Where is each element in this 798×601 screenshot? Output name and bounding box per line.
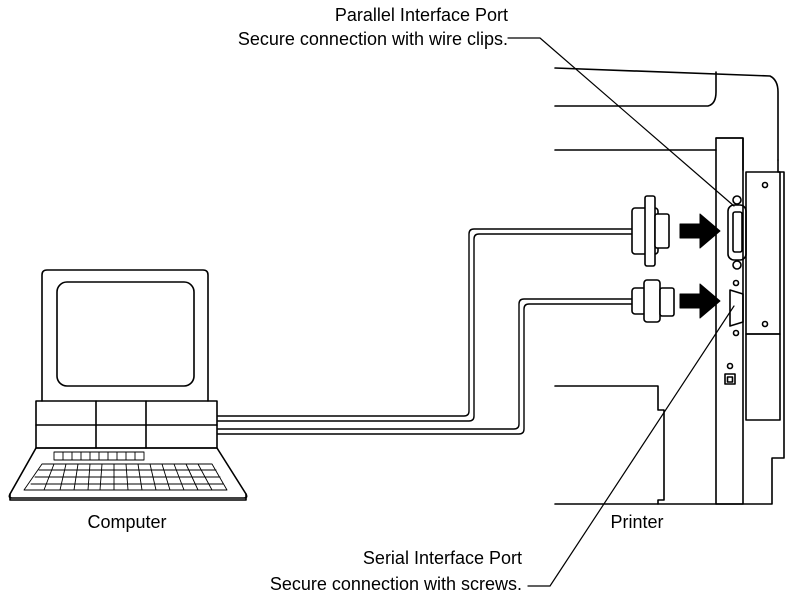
printer-screw-top [761, 181, 769, 189]
parallel-port-label: Parallel Interface Port [334, 5, 508, 25]
printer-cover-line [554, 71, 717, 107]
printer-side-plate [745, 171, 781, 335]
printer-body-outline [554, 159, 785, 505]
parallel-port-housing [727, 204, 747, 261]
parallel-connector-hood [644, 195, 656, 267]
keyboard-row-lines [30, 469, 224, 485]
serial-cable-inner [217, 303, 633, 435]
keyboard-function-dividers [62, 451, 136, 461]
parallel-port-socket [732, 211, 743, 253]
parallel-port-note: Secure connection with wire clips. [237, 29, 508, 49]
printer-top-cover [554, 67, 779, 161]
computer-keyboard [8, 447, 248, 499]
aux-port-inner [726, 376, 734, 383]
serial-connector-hood [643, 279, 661, 323]
parallel-connector [631, 195, 670, 267]
computer-keyboard-front [9, 493, 247, 501]
printer [554, 67, 785, 505]
serial-port-note: Secure connection with screws. [269, 574, 522, 594]
parallel-arrow [679, 213, 721, 249]
printer-panel-top [715, 137, 744, 171]
computer [8, 269, 248, 501]
cables [217, 228, 633, 435]
serial-leader-line [527, 305, 735, 587]
keyboard-column-lines [43, 463, 213, 491]
serial-screw-top [732, 279, 740, 287]
serial-port-socket [729, 289, 744, 327]
printer-label: Printer [610, 512, 664, 532]
serial-port-label: Serial Interface Port [362, 548, 522, 568]
computer-label: Computer [87, 512, 167, 532]
printer-tray [554, 385, 665, 505]
serial-cable-outer [217, 298, 633, 430]
parallel-clip-bottom [732, 260, 742, 270]
parallel-cable-inner [217, 233, 633, 422]
keyboard-keys [23, 451, 228, 491]
parallel-connector-pins [654, 213, 670, 249]
keyboard-key-grid [23, 463, 228, 491]
printer-lower-plate [745, 333, 781, 421]
parallel-clip-top [732, 195, 742, 205]
serial-connector [631, 279, 675, 323]
computer-screen [56, 281, 195, 387]
printer-screw-bottom [761, 320, 769, 328]
aux-port [724, 373, 736, 385]
aux-port-led [726, 362, 734, 370]
serial-arrow [679, 283, 721, 319]
serial-connector-pins [659, 287, 675, 317]
computer-monitor [41, 269, 209, 402]
parallel-leader-line [507, 37, 735, 207]
serial-screw-bottom [732, 329, 740, 337]
parallel-cable-outer [217, 228, 633, 417]
